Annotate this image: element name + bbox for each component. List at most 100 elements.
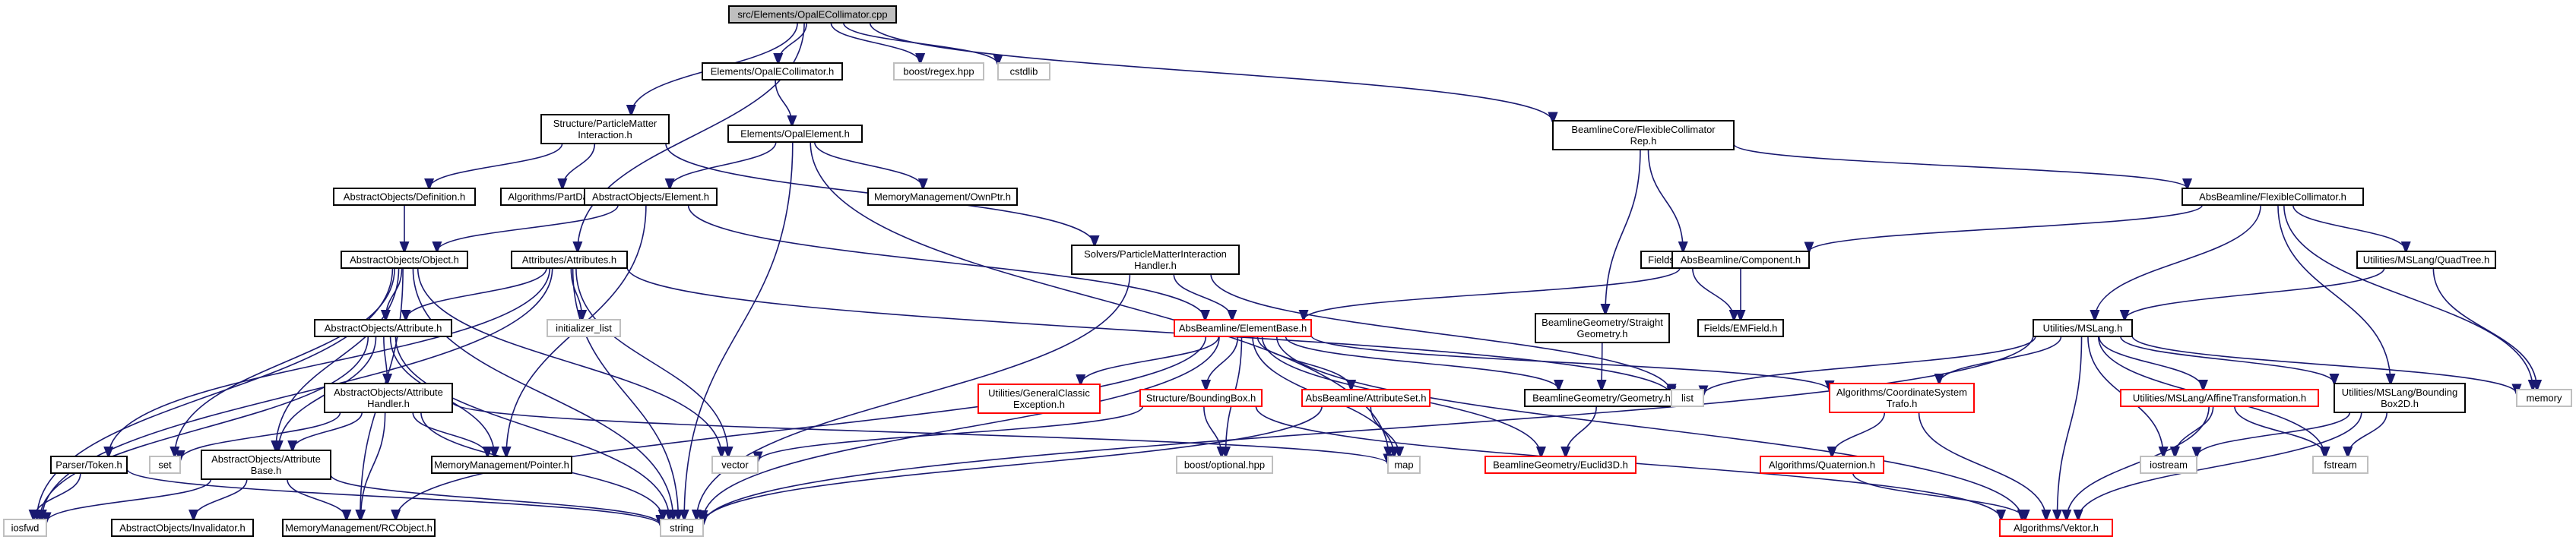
node-box-iosfwd [3, 519, 47, 537]
edge-aeb-to-bgg [1285, 336, 1558, 390]
edge-eoc-to-eoe [775, 79, 792, 125]
edge-absfc-to-mslang [2095, 204, 2261, 320]
node-aeb[interactable]: AbsBeamline/ElementBase.h [1174, 319, 1312, 337]
edge-root-to-regex [830, 22, 920, 63]
node-label-aoab-0: AbstractObjects/Attribute [211, 453, 321, 465]
node-ownptr[interactable]: MemoryManagement/OwnPtr.h [867, 188, 1018, 206]
node-eoe[interactable]: Elements/OpalElement.h [727, 125, 863, 143]
edge-obj-to-aoab [276, 267, 400, 450]
node-label-aoinv-0: AbstractObjects/Invalidator.h [119, 522, 245, 534]
edge-attrs-to-attr [406, 267, 547, 320]
node-comp[interactable]: AbsBeamline/Component.h [1671, 251, 1810, 269]
edge-spmih-to-list [1210, 273, 1671, 394]
node-regex: boost/regex.hpp [893, 62, 984, 81]
node-mmrc[interactable]: MemoryManagement/RCObject.h [282, 519, 436, 537]
edge-aquat-to-avek [1852, 472, 2025, 519]
node-mslang[interactable]: Utilities/MSLang.h [2033, 319, 2133, 337]
node-spmih[interactable]: Solvers/ParticleMatterInteractionHandler… [1071, 245, 1240, 275]
edge-aoah-to-map [452, 401, 1388, 464]
node-box-aquat [1760, 456, 1884, 474]
edge-attrs-to-iosfwd [42, 267, 553, 519]
node-sbb[interactable]: Structure/BoundingBox.h [1139, 389, 1263, 407]
node-label-uaff-0: Utilities/MSLang/AffineTransformation.h [2133, 393, 2306, 404]
edge-elem-to-aeb [687, 204, 1206, 320]
edge-attr-to-iosfwd [40, 336, 369, 519]
node-box-aoah [324, 383, 453, 413]
node-label-set-0: set [158, 459, 172, 471]
edge-attr-to-string [394, 336, 669, 519]
node-label-list-0: list [1681, 393, 1694, 404]
node-attr[interactable]: AbstractObjects/Attribute.h [314, 319, 452, 337]
node-box-root [728, 5, 897, 24]
node-uaff[interactable]: Utilities/MSLang/AffineTransformation.h [2120, 389, 2319, 407]
node-quadtree[interactable]: Utilities/MSLang/QuadTree.h [2356, 251, 2496, 269]
node-label-def-0: AbstractObjects/Definition.h [344, 191, 465, 203]
node-label-mmp-0: MemoryManagement/Pointer.h [434, 459, 569, 471]
edge-aeb-to-avek [1275, 336, 2022, 519]
node-root[interactable]: src/Elements/OpalECollimator.cpp [728, 5, 897, 24]
edge-absfc-to-memory [2283, 204, 2533, 390]
node-label-mslang-0: Utilities/MSLang.h [2043, 323, 2123, 334]
edge-aoah-to-set [180, 412, 341, 460]
node-elem[interactable]: AbstractObjects/Element.h [584, 188, 718, 206]
edge-ptoken-to-iosfwd [33, 472, 81, 519]
node-label-avek-0: Algorithms/Vektor.h [2014, 522, 2099, 534]
edge-obj-to-string [412, 267, 673, 519]
edge-absfc-to-quadtree [2292, 204, 2406, 251]
node-aas[interactable]: AbsBeamline/AttributeSet.h [1301, 389, 1431, 407]
node-iosfwd: iosfwd [3, 519, 47, 537]
node-box-aoab [201, 450, 331, 480]
node-box-def [333, 188, 476, 206]
node-box-ugce [977, 384, 1101, 414]
node-mmp[interactable]: MemoryManagement/Pointer.h [431, 456, 572, 474]
node-string: string [660, 519, 704, 537]
node-label-map-0: map [1394, 459, 1413, 471]
node-label-memory-0: memory [2527, 393, 2562, 404]
node-box-fstream [2312, 456, 2368, 474]
edge-elem-to-obj [437, 204, 619, 251]
node-set: set [149, 456, 181, 474]
edge-ptoken-to-string [126, 468, 661, 526]
node-box-obj [341, 251, 468, 269]
node-attrs[interactable]: Attributes/Attributes.h [511, 251, 628, 269]
node-box-quadtree [2356, 251, 2496, 269]
node-label-spmi-0: Structure/ParticleMatter [553, 118, 657, 129]
node-def[interactable]: AbstractObjects/Definition.h [333, 188, 476, 206]
node-label-attrs-0: Attributes/Attributes.h [522, 254, 616, 266]
node-aquat[interactable]: Algorithms/Quaternion.h [1760, 456, 1884, 474]
node-ptoken[interactable]: Parser/Token.h [50, 456, 128, 474]
node-eoc[interactable]: Elements/OpalECollimator.h [702, 62, 843, 81]
node-label-bgg-0: BeamlineGeometry/Geometry.h [1532, 393, 1671, 404]
node-spmi[interactable]: Structure/ParticleMatterInteraction.h [540, 114, 670, 144]
node-label-quadtree-0: Utilities/MSLang/QuadTree.h [2363, 254, 2489, 266]
edge-aas-to-string [703, 406, 1323, 524]
node-bgg[interactable]: BeamlineGeometry/Geometry.h [1524, 389, 1679, 407]
node-box-aeb [1174, 319, 1312, 337]
edge-aoah-to-aoab [293, 412, 363, 450]
edge-bfcr-to-nullf [1647, 149, 1683, 251]
node-box-string [660, 519, 704, 537]
node-aoinv[interactable]: AbstractObjects/Invalidator.h [111, 519, 254, 537]
edge-eoe-to-string [684, 141, 794, 519]
node-label-cstdlib-0: cstdlib [1010, 66, 1038, 77]
node-box-attr [314, 319, 452, 337]
node-absfc[interactable]: AbsBeamline/FlexibleCollimator.h [2182, 188, 2364, 206]
node-bge3d[interactable]: BeamlineGeometry/Euclid3D.h [1484, 456, 1637, 474]
node-label-attr-0: AbstractObjects/Attribute.h [325, 323, 442, 334]
node-label-comp-0: AbsBeamline/Component.h [1681, 254, 1801, 266]
node-obj[interactable]: AbstractObjects/Object.h [341, 251, 468, 269]
edge-aeb-to-acst [1310, 335, 1830, 390]
node-label-spmi-1: Interaction.h [578, 129, 632, 140]
node-emf[interactable]: Fields/EMField.h [1697, 319, 1784, 337]
edge-aas-to-map [1370, 406, 1399, 456]
node-avek[interactable]: Algorithms/Vektor.h [1999, 519, 2113, 537]
edge-aoah-to-mmrc [361, 412, 386, 519]
node-map: map [1387, 456, 1421, 474]
